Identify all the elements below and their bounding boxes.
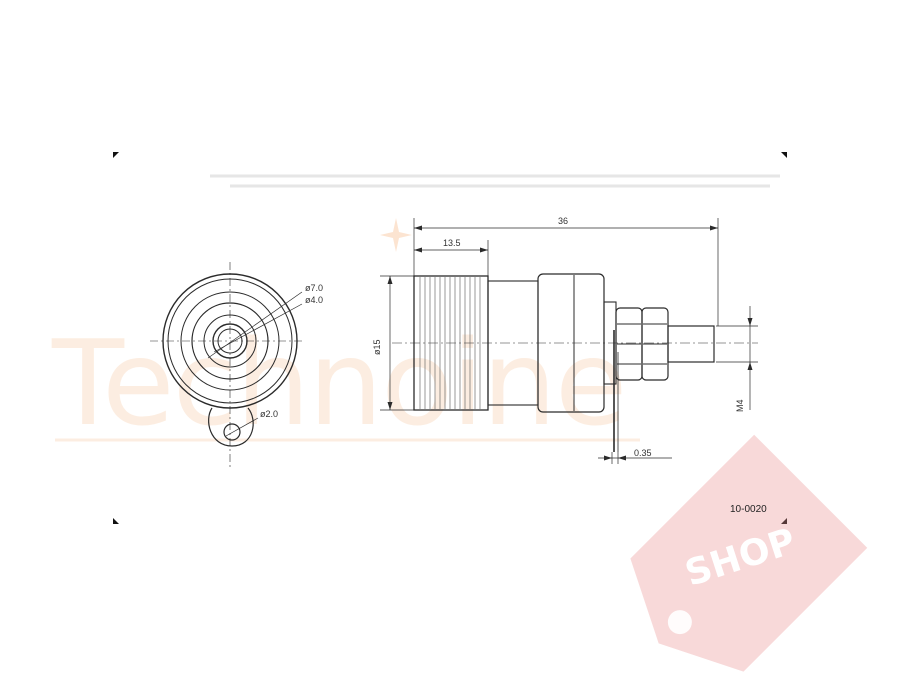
dim-leader-2 (225, 417, 259, 437)
dim-inner-diameter: ø4.0 (305, 295, 323, 305)
watermark-brand-text: Technoine (51, 314, 625, 452)
part-number: 10-0020 (730, 504, 767, 515)
shop-tag-shape (630, 434, 868, 672)
watermark-sparkle-icon (380, 218, 412, 252)
crop-mark-top-right (781, 152, 787, 158)
dim-body-diameter: ø15 (372, 339, 382, 355)
dim-body-length: 13.5 (443, 238, 461, 248)
side-view (392, 273, 758, 452)
crop-marks (113, 152, 787, 524)
dim-leader-4 (213, 303, 303, 353)
dim-lug-thickness: 0.35 (634, 448, 652, 458)
front-outer-ring (162, 273, 298, 409)
front-bore (212, 323, 248, 359)
front-ring-5 (203, 314, 257, 368)
dim-outer-diameter: ø7.0 (305, 283, 323, 293)
front-ring-3 (180, 291, 280, 391)
front-bore-inner (217, 328, 243, 354)
shop-tag (630, 434, 868, 672)
lug-hole (223, 423, 241, 441)
crop-mark-bottom-right (781, 518, 787, 524)
dim-lug-hole: ø2.0 (260, 409, 278, 419)
crop-mark-bottom-left (113, 518, 119, 524)
threaded-stud (667, 325, 715, 363)
dim-overall-length: 36 (558, 216, 568, 226)
dimension-lines (380, 218, 758, 464)
knurl-lines (419, 277, 481, 409)
dimension-arrows (387, 225, 753, 461)
faint-header-lines (210, 174, 780, 188)
shop-tag-hole-icon (667, 610, 692, 635)
front-view (150, 262, 305, 470)
front-ring-4 (191, 302, 269, 380)
crop-mark-top-left (113, 152, 119, 158)
dim-thread: M4 (735, 399, 745, 412)
front-ring-2 (167, 278, 293, 404)
watermark: Technoine SHOP (51, 218, 868, 672)
